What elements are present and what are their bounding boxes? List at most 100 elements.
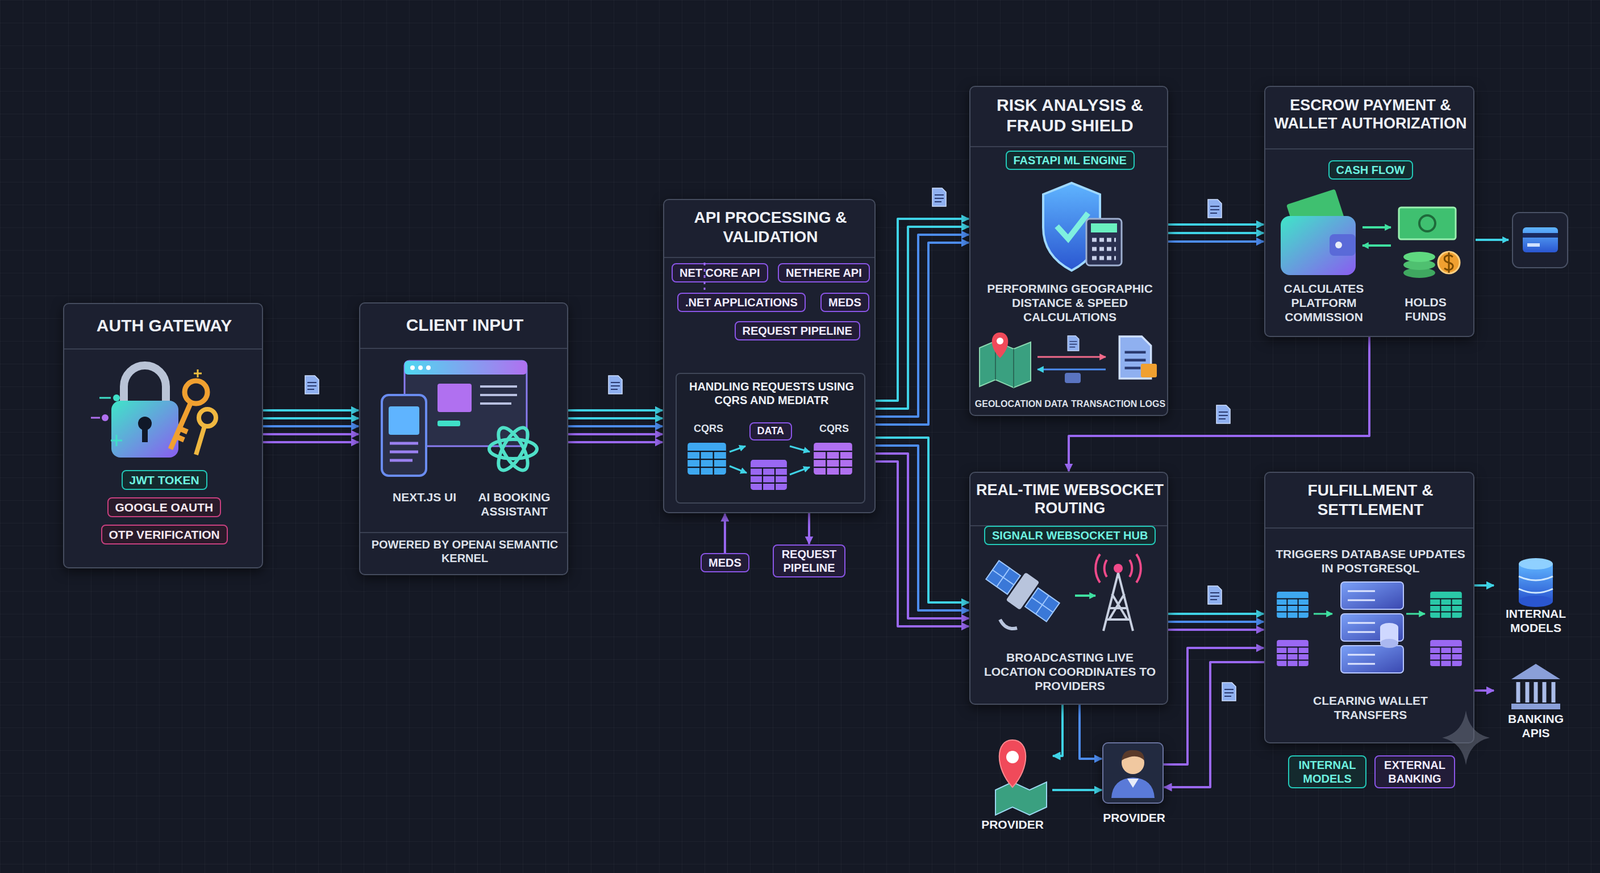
connector-lane — [1163, 647, 1264, 765]
connector-lane — [875, 461, 969, 627]
geo-icons — [979, 340, 1031, 388]
node-title: GOOGLE OAUTH — [115, 500, 214, 515]
connector-lane — [263, 417, 359, 420]
geo-icons — [995, 340, 1014, 388]
bank-icon — [1511, 663, 1561, 710]
cqrs-icons — [789, 467, 810, 475]
ui-icon — [404, 360, 527, 447]
node-title: RISK ANALYSIS & FRAUD SHIELD — [984, 94, 1156, 136]
process-box: REAL-TIME WEBSOCKET ROUTING BROADCASTING … — [969, 471, 1169, 705]
node-title: EXTERNAL BANKING — [1378, 757, 1451, 786]
provider-person-icon — [1127, 778, 1139, 788]
title-divider — [1265, 527, 1474, 529]
wallet-icon — [1280, 188, 1460, 278]
node-title: MEDS — [708, 555, 742, 570]
tag-pill: OTP VERIFICATION — [101, 524, 228, 545]
process-box: FULFILLMENT & SETTLEMENTTRIGGERS DATABAS… — [1264, 471, 1475, 744]
provider-person-icon — [1111, 750, 1155, 798]
lock-icon — [193, 369, 202, 378]
node-title: BANKING APIS — [1494, 711, 1578, 740]
geo-icons — [1140, 363, 1157, 378]
flow-connector — [1474, 690, 1494, 691]
process-box: API PROCESSING & VALIDATIONNET CORE APIN… — [663, 198, 876, 514]
card-icon — [1522, 232, 1558, 238]
ui-icon — [381, 394, 427, 476]
node-title: CLIENT INPUT — [360, 314, 570, 336]
node-text: PERFORMING GEOGRAPHIC DISTANCE & SPEED C… — [976, 281, 1164, 325]
flow-connector — [1163, 647, 1264, 765]
node-title: REQUEST PIPELINE — [777, 547, 841, 575]
connector-lane — [875, 445, 969, 611]
card-icon — [1527, 243, 1540, 247]
satellite-icon — [1113, 563, 1123, 573]
ui-icon — [492, 423, 533, 475]
process-box: AUTH GATEWAYJWT TOKENGOOGLE OAUTHOTP VER… — [63, 302, 264, 569]
satellite-icon — [1075, 594, 1096, 597]
database-icon — [1518, 563, 1553, 602]
sparkle-watermark — [1442, 710, 1490, 765]
node-title: .NET APPLICATIONS — [685, 295, 798, 310]
connector-lane — [263, 409, 359, 412]
tag-pill: EXTERNAL BANKING — [1374, 755, 1456, 789]
connector-lane — [568, 409, 663, 412]
connector-lane — [1168, 223, 1264, 226]
node-text: BROADCASTING LIVE LOCATION COORDINATES T… — [978, 650, 1161, 694]
title-divider — [360, 347, 568, 349]
node-title: REQUEST PIPELINE — [742, 323, 853, 338]
wallet-icon — [1444, 252, 1453, 273]
lock-icon — [196, 426, 205, 455]
wallet-icon — [1403, 267, 1436, 278]
flow-connector — [568, 410, 663, 443]
connector-lane — [1168, 620, 1264, 623]
satellite-icon — [1025, 588, 1060, 622]
provider-person-icon — [1121, 751, 1145, 774]
connector-lane — [723, 513, 727, 553]
geo-icons — [996, 337, 1004, 345]
shield-icon — [1043, 182, 1100, 271]
connector-lane — [1474, 584, 1494, 587]
server-icons — [1276, 639, 1309, 666]
connector-lane — [1079, 704, 1102, 759]
tag-pill: INTERNAL MODELS — [1288, 755, 1367, 789]
card-icon — [1522, 227, 1558, 253]
wallet-icon — [1398, 207, 1456, 240]
doc-icons — [1222, 682, 1236, 701]
geo-icons — [1064, 372, 1081, 383]
satellite-icon — [1006, 572, 1040, 610]
card-icon — [1512, 212, 1568, 268]
database-icon — [1475, 557, 1553, 607]
doc-icons — [1216, 405, 1231, 424]
connector-lane — [263, 425, 359, 428]
tag-pill: REQUEST PIPELINE — [734, 321, 861, 341]
satellite-icon — [1095, 553, 1141, 583]
cqrs-icons — [789, 446, 810, 452]
node-title: API PROCESSING & VALIDATION — [682, 207, 859, 247]
bank-icon — [1518, 681, 1554, 703]
node-text: AI BOOKING ASSISTANT — [468, 489, 561, 519]
server-icons — [1430, 639, 1462, 666]
bank-icon — [1511, 663, 1561, 679]
flow-connector — [1052, 704, 1063, 756]
node-text: TRANSACTION LOGS — [1069, 398, 1167, 410]
title-divider — [64, 348, 262, 350]
lock-icon — [90, 365, 216, 458]
flow-connector — [263, 410, 359, 443]
doc-icons — [305, 188, 1236, 701]
node-title: REAL-TIME WEBSOCKET ROUTING — [973, 480, 1167, 518]
bank-icon — [1511, 703, 1561, 710]
geo-icons — [979, 332, 1157, 388]
lock-icon — [113, 394, 120, 402]
geo-icons — [1119, 336, 1151, 379]
connector-lane — [1052, 788, 1102, 791]
node-title: CASH FLOW — [1336, 163, 1406, 177]
server-icons — [1380, 638, 1399, 648]
process-box: CLIENT INPUTNEXT.JS UIAI BOOKING ASSISTA… — [359, 302, 569, 575]
wallet-icon — [1419, 215, 1436, 232]
node-title: INTERNAL MODELS — [1292, 757, 1362, 786]
connector-lane — [1052, 704, 1063, 756]
node-title: HANDLING REQUESTS USING CQRS AND MEDIATR — [678, 379, 865, 407]
provider-pin-icon — [1006, 750, 1019, 764]
title-divider — [1265, 148, 1474, 150]
connector-lane — [1168, 628, 1264, 631]
connector-lane — [1168, 240, 1264, 243]
